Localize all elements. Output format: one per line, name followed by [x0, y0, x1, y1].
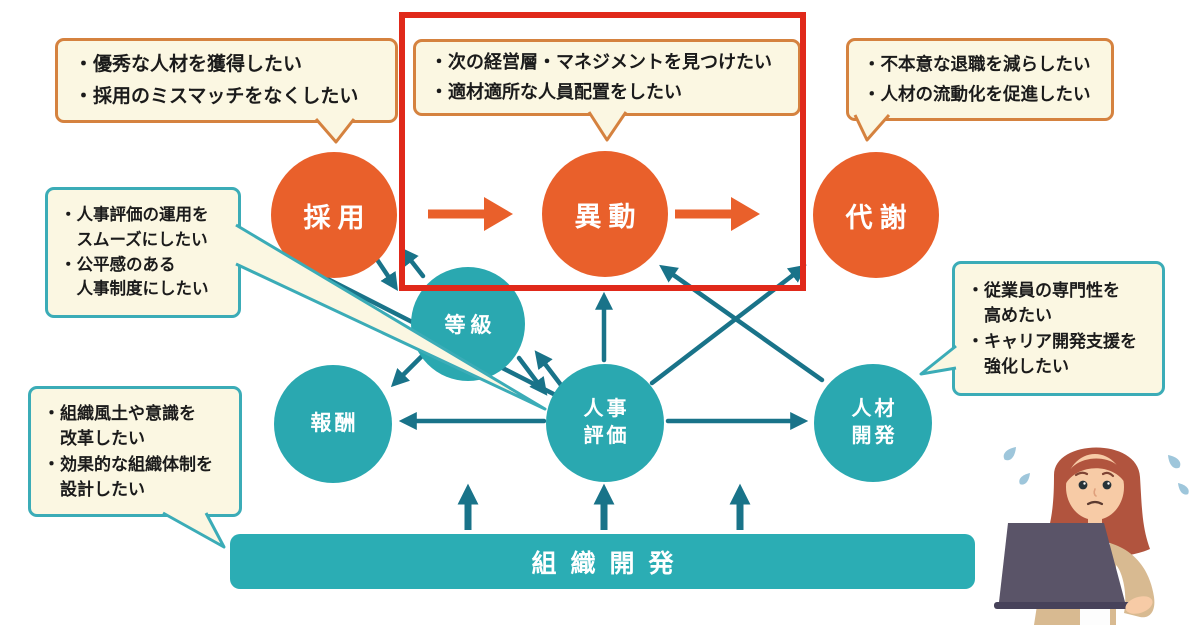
eyebrows — [1074, 471, 1115, 478]
tail-development-bubble — [919, 344, 957, 376]
bubble-line: ・適材適所な人員配置をしたい — [430, 81, 682, 102]
laptop-base — [994, 602, 1136, 609]
bubble-line: ・採用のミスマッチをなくしたい — [74, 85, 359, 107]
sweat-drop-icon — [1168, 455, 1181, 469]
node-circle-compensation: 報酬 — [274, 365, 392, 483]
hand — [1125, 596, 1153, 614]
bubble-line: 強化したい — [967, 357, 1069, 376]
bubble-line: ・人事評価の運用を — [60, 206, 209, 224]
sweat-drop-icons — [1003, 447, 1189, 495]
bubble-development-goals: ・従業員の専門性を 高めたい ・キャリア開発支援を 強化したい — [952, 261, 1165, 396]
bubble-line: スムーズにしたい — [60, 230, 208, 249]
org-development-arrows — [457, 483, 751, 530]
node-label-evaluation: 人事 評価 — [583, 398, 630, 447]
hair-front — [1064, 458, 1126, 485]
node-circle-talent-development: 人材 開発 — [814, 364, 932, 482]
left-eye — [1078, 480, 1088, 490]
node-label-transfer: 異動 — [574, 201, 643, 232]
bubble-evaluation-goals: ・人事評価の運用を スムーズにしたい ・公平感のある 人事制度にしたい — [45, 187, 241, 318]
nose — [1093, 488, 1097, 497]
node-label-talent-development: 人材 開発 — [851, 398, 898, 447]
bubble-line: ・従業員の専門性を — [967, 280, 1120, 300]
tail-organization-bubble — [162, 511, 226, 549]
eye-highlight — [1107, 482, 1110, 485]
bubble-line: ・キャリア開発支援を — [967, 331, 1137, 351]
bubble-recruitment-goals: ・優秀な人材を獲得したい ・採用のミスマッチをなくしたい — [55, 38, 398, 123]
node-label-grade: 等級 — [444, 314, 497, 337]
sweat-drop-icon — [1019, 473, 1030, 485]
org-development-label: 組織開発 — [531, 549, 688, 578]
node-label-metabolism: 代謝 — [845, 202, 914, 233]
arrow-recruitment-to-grade — [373, 255, 398, 291]
arrow-grade-to-evaluation — [516, 355, 548, 396]
node-circle-recruitment: 採用 — [271, 152, 397, 278]
bubble-metabolism-goals: ・不本意な退職を減らしたい ・人材の流動化を促進したい — [846, 38, 1114, 121]
bubble-line: ・不本意な退職を減らしたい — [863, 53, 1091, 74]
bubble-line: 設計したい — [43, 480, 145, 499]
laptop-screen — [999, 523, 1125, 602]
arrow-grade-to-compensation — [390, 354, 424, 388]
sweat-drop-icon — [1178, 483, 1189, 495]
node-label-recruitment: 採用 — [303, 202, 372, 233]
sweat-drop-icon — [1003, 447, 1016, 461]
highlight-red-box — [399, 12, 806, 291]
org-development-bar: 組織開発 — [230, 534, 975, 589]
bubble-line: ・公平感のある — [60, 255, 176, 274]
bubble-line: ・人材の流動化を促進したい — [863, 83, 1091, 104]
bubble-line: ・優秀な人材を獲得したい — [74, 54, 303, 76]
bubble-line: ・組織風土や意識を — [43, 403, 196, 423]
worried-woman-illustration — [994, 447, 1189, 625]
node-circle-transfer: 異動 — [542, 151, 668, 277]
node-circle-metabolism: 代謝 — [813, 152, 939, 278]
mouth-frown — [1086, 500, 1104, 506]
bubble-organization-goals: ・組織風土や意識を 改革したい ・効果的な組織体制を 設計したい — [28, 386, 242, 517]
bubble-line: ・次の経営層・マネジメントを見つけたい — [430, 51, 772, 72]
node-label-compensation: 報酬 — [310, 411, 359, 435]
bubble-line: ・効果的な組織体制を — [43, 454, 213, 474]
eye-highlight — [1083, 482, 1086, 485]
node-circle-evaluation: 人事 評価 — [546, 364, 664, 482]
right-eye — [1102, 480, 1112, 490]
bubble-line: 高めたい — [967, 306, 1052, 325]
bubble-line: 人事制度にしたい — [60, 280, 209, 299]
bubble-line: 改革したい — [43, 429, 145, 448]
